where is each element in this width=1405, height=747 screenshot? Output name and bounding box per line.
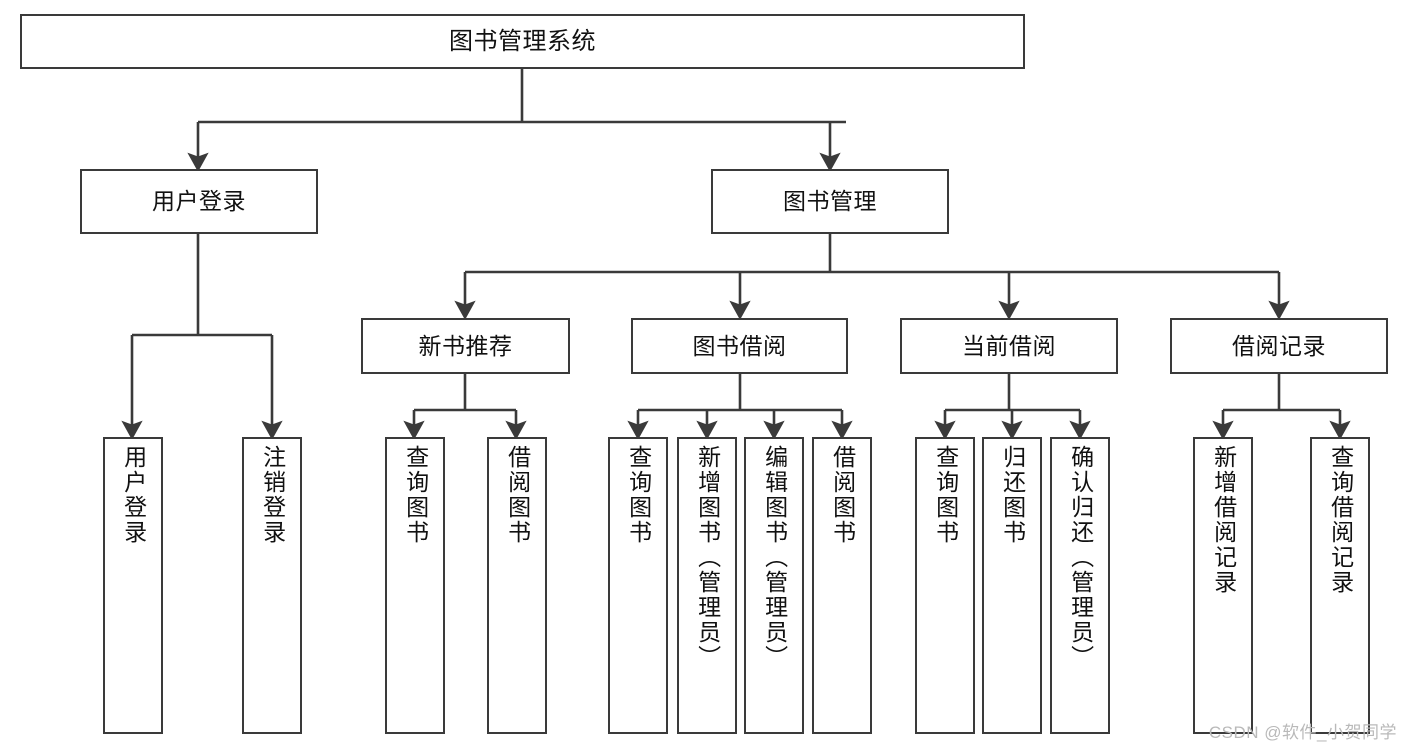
node-label: 用户登录 [152,188,246,215]
leaf-current-borrow-query-book[interactable]: 查询图书 [915,437,975,734]
node-label: 新增图书（管理员） [694,445,721,670]
node-root-book-management-system[interactable]: 图书管理系统 [20,14,1025,69]
node-label: 借阅图书 [504,445,531,545]
node-label: 确认归还（管理员） [1067,445,1094,670]
leaf-current-borrow-return-book[interactable]: 归还图书 [982,437,1042,734]
node-label: 用户登录 [120,445,147,545]
csdn-watermark: CSDN @软件_小贺同学 [1208,723,1397,742]
node-label: 查询图书 [402,445,429,545]
leaf-book-borrow-edit-book-admin[interactable]: 编辑图书（管理员） [744,437,804,734]
leaf-new-book-query-book[interactable]: 查询图书 [385,437,445,734]
node-book-management[interactable]: 图书管理 [711,169,949,234]
node-label: 当前借阅 [962,332,1056,359]
node-label: 查询图书 [625,445,652,545]
leaf-book-borrow-add-book-admin[interactable]: 新增图书（管理员） [677,437,737,734]
node-label: 编辑图书（管理员） [761,445,788,670]
leaf-user-login-login[interactable]: 用户登录 [103,437,163,734]
node-label: 注销登录 [259,445,286,545]
node-user-login[interactable]: 用户登录 [80,169,318,234]
node-label: 新书推荐 [418,332,513,359]
node-label: 借阅记录 [1232,332,1326,359]
node-label: 归还图书 [999,445,1026,545]
node-borrow-record[interactable]: 借阅记录 [1170,318,1388,374]
node-label: 新增借阅记录 [1210,445,1237,595]
node-label: 查询图书 [932,445,959,545]
leaf-book-borrow-query-book[interactable]: 查询图书 [608,437,668,734]
node-label: 图书管理系统 [449,27,596,55]
node-current-borrow[interactable]: 当前借阅 [900,318,1118,374]
node-book-borrow[interactable]: 图书借阅 [631,318,848,374]
node-label: 查询借阅记录 [1327,445,1354,595]
leaf-user-login-logout[interactable]: 注销登录 [242,437,302,734]
node-label: 借阅图书 [829,445,856,545]
leaf-current-borrow-confirm-return-admin[interactable]: 确认归还（管理员） [1050,437,1110,734]
node-new-book-recommend[interactable]: 新书推荐 [361,318,570,374]
leaf-new-book-borrow-book[interactable]: 借阅图书 [487,437,547,734]
leaf-borrow-record-add-record[interactable]: 新增借阅记录 [1193,437,1253,734]
node-label: 图书管理 [783,188,877,215]
leaf-book-borrow-borrow-book[interactable]: 借阅图书 [812,437,872,734]
node-label: 图书借阅 [692,332,787,359]
leaf-borrow-record-query-record[interactable]: 查询借阅记录 [1310,437,1370,734]
